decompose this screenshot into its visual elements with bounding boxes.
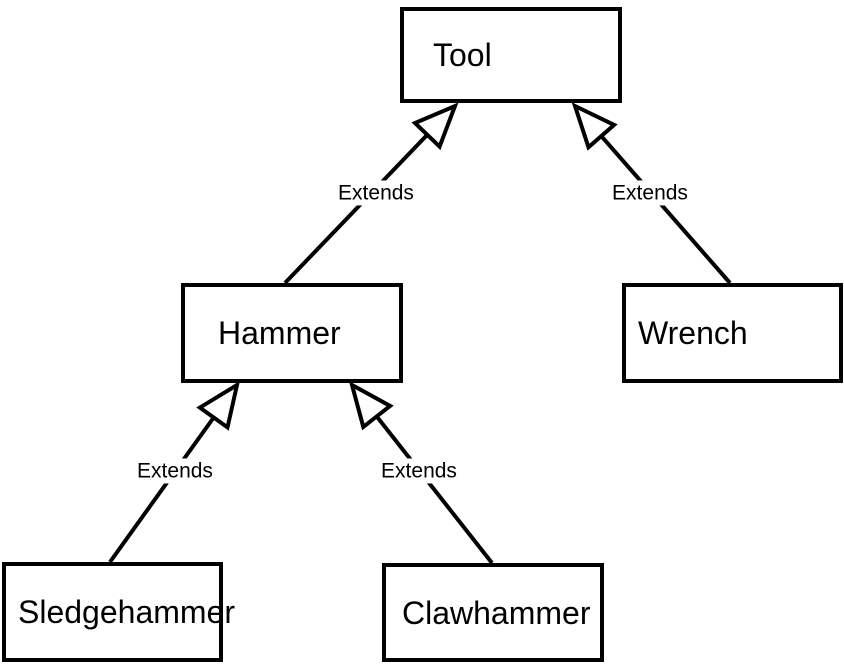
generalization-arrowhead-icon <box>571 102 618 151</box>
edge-label-wrench-extends-tool: Extends <box>609 180 691 206</box>
edge-clawhammer-hammer-line <box>375 415 494 565</box>
edge-label-hammer-extends-tool: Extends <box>335 180 417 206</box>
edge-hammer-tool-line <box>283 133 429 285</box>
node-tool-label: Tool <box>433 37 492 73</box>
node-tool: Tool <box>400 7 622 103</box>
node-hammer: Hammer <box>181 283 403 383</box>
node-hammer-label: Hammer <box>218 315 341 351</box>
node-clawhammer-label: Clawhammer <box>402 594 591 631</box>
generalization-arrowhead-icon <box>348 380 394 431</box>
generalization-arrowhead-icon <box>196 380 240 431</box>
edge-label-clawhammer-extends-hammer: Extends <box>378 458 460 484</box>
edge-label-sledgehammer-extends-hammer: Extends <box>134 458 216 484</box>
edge-sledgehammer-hammer-line <box>108 416 216 564</box>
node-sledgehammer-label: Sledgehammer <box>18 594 235 630</box>
node-sledgehammer: Sledgehammer <box>2 562 235 662</box>
edge-wrench-tool-line <box>599 134 732 285</box>
generalization-arrowhead-icon <box>411 102 459 151</box>
node-wrench: Wrench <box>622 283 843 383</box>
node-clawhammer: Clawhammer <box>382 563 604 662</box>
node-wrench-label: Wrench <box>638 315 748 351</box>
